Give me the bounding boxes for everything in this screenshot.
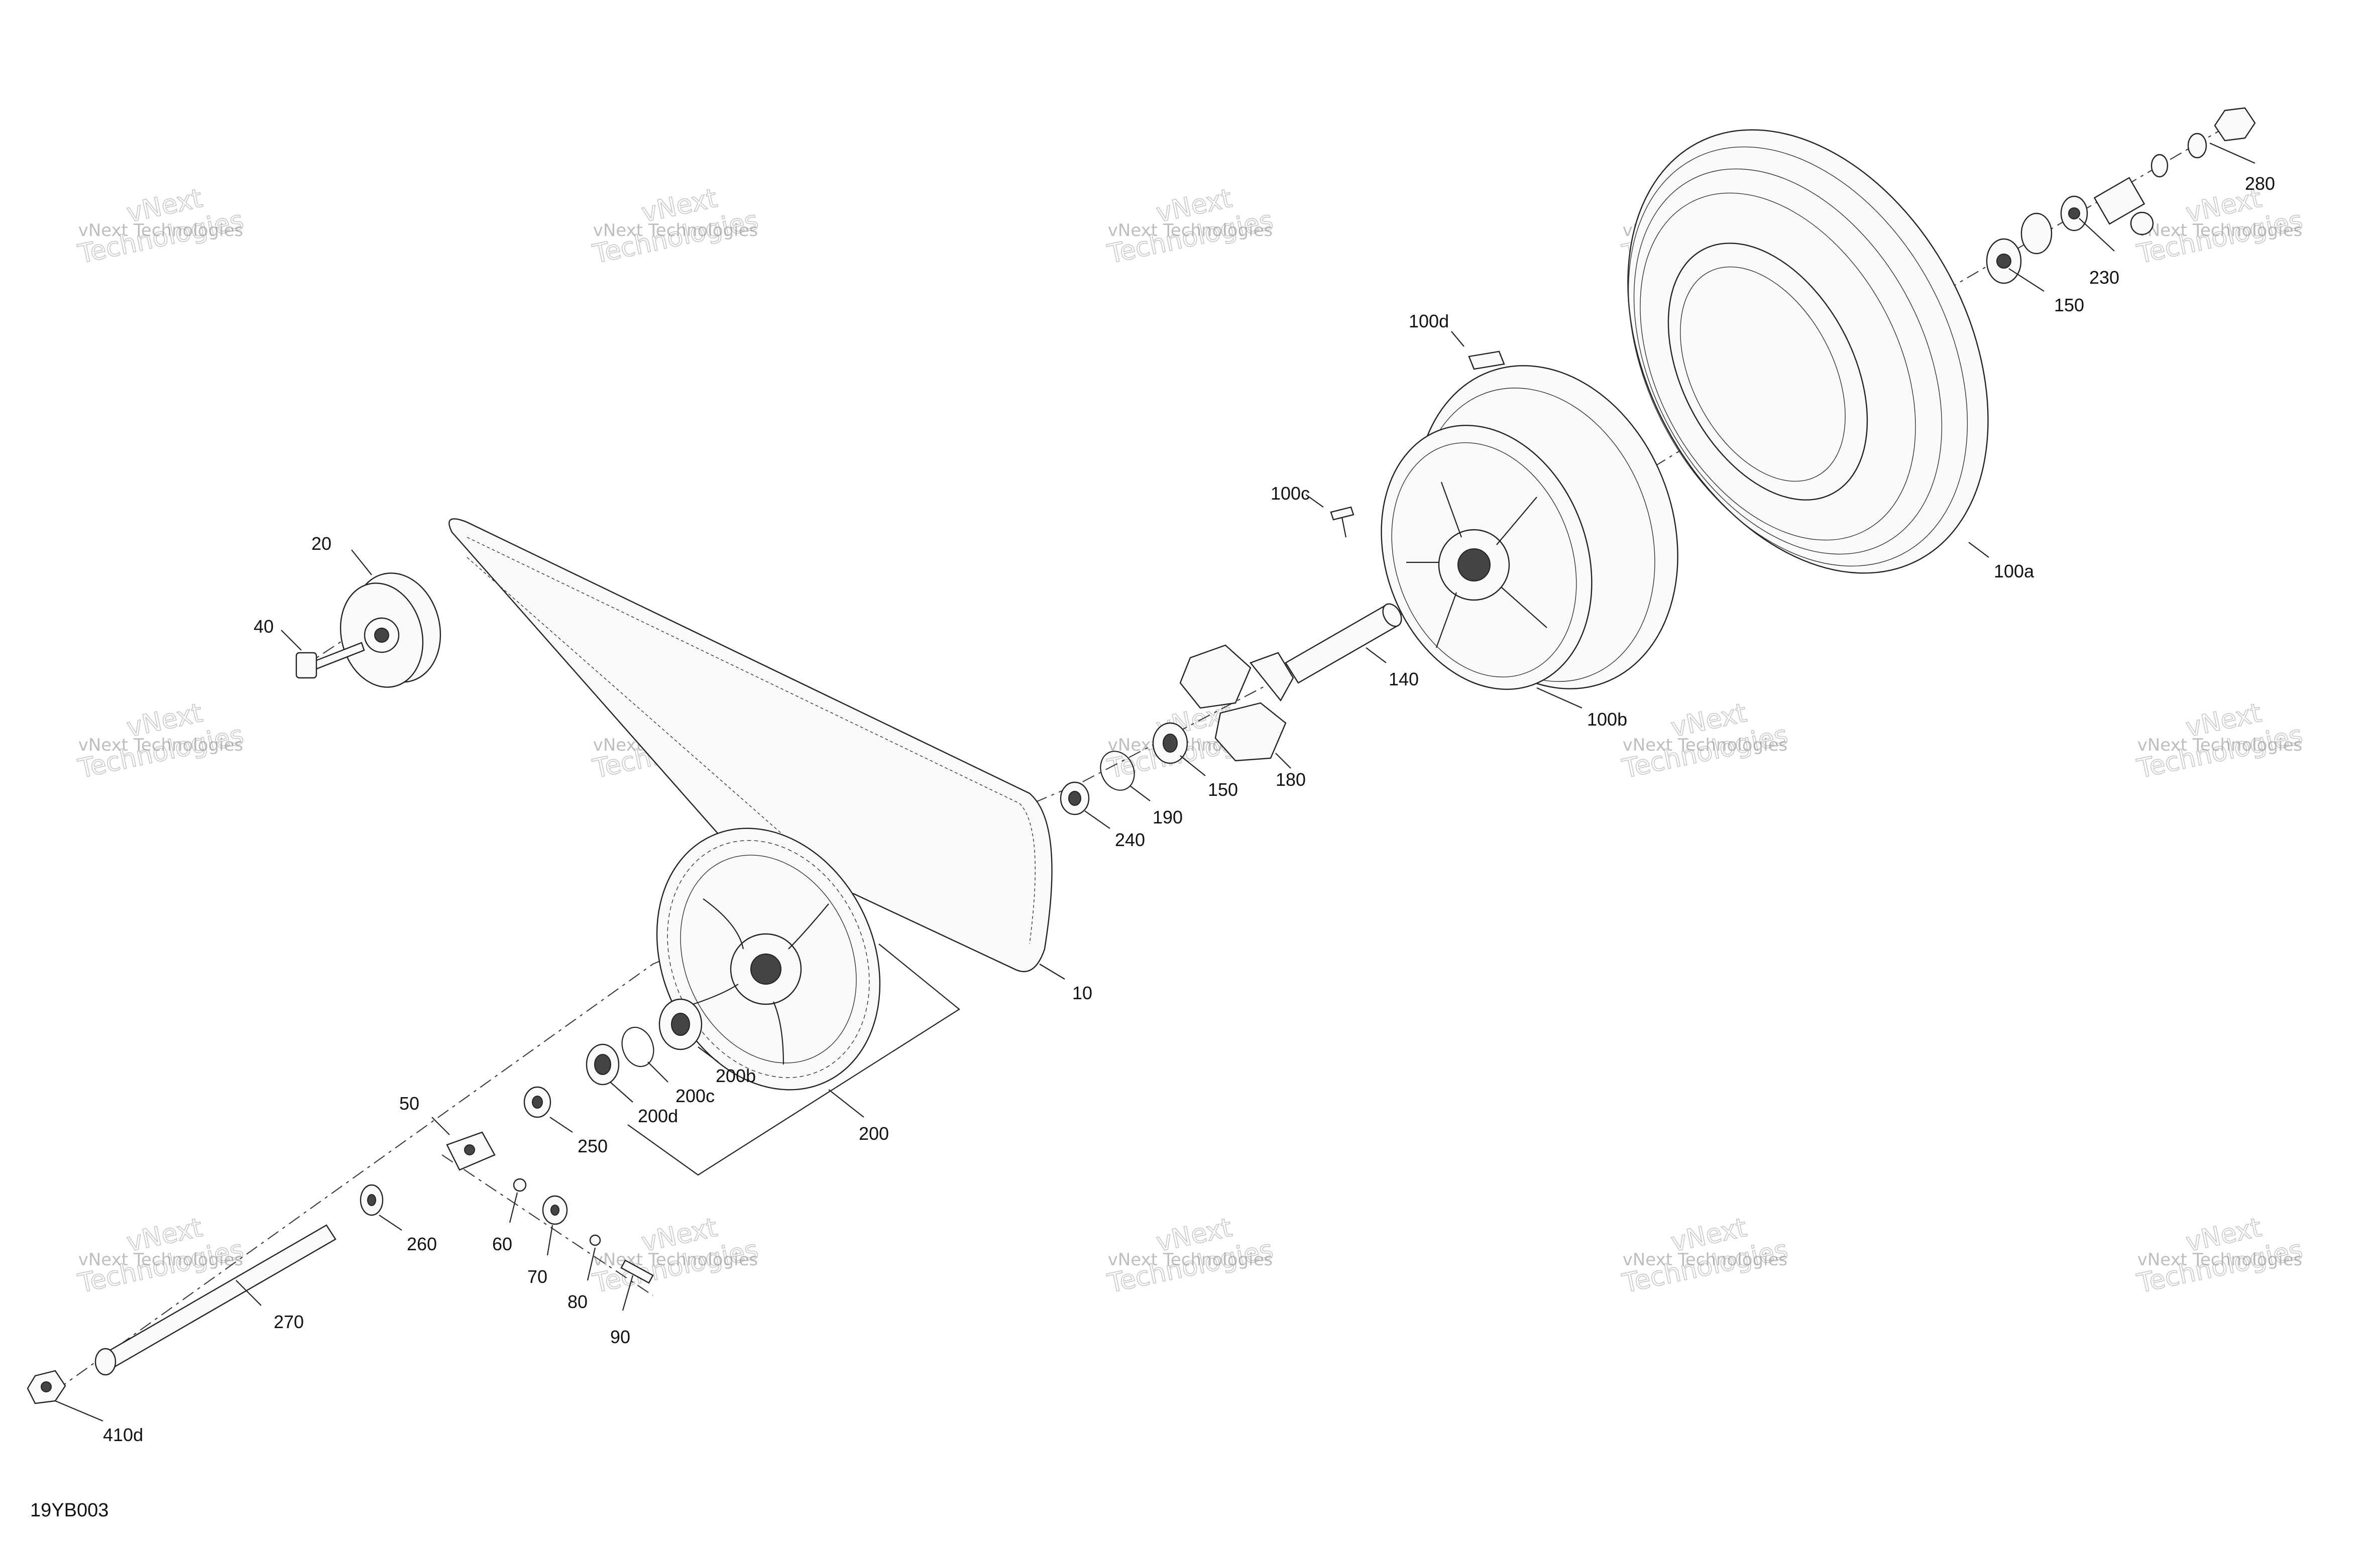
callout-100a: 100a [1994,561,2034,581]
washer-260 [360,1184,384,1216]
watermark-small: vNext Technologies [1623,735,1788,755]
bracket-50 [446,1131,496,1171]
rim-100b [1381,365,1678,690]
pin-90 [620,1259,654,1284]
hub-parts-upper [1330,107,2256,538]
watermark-small: vNext Technologies [1108,1250,1273,1270]
callout-100c: 100c [1271,483,1310,504]
callout-70: 70 [527,1266,547,1287]
idler-pulley-20 [339,572,441,688]
leader-lines [55,142,2255,1422]
spacer-tube-140 [1285,603,1402,684]
callout-410d: 410d [103,1425,143,1445]
watermark-small: vNext Technologies [593,220,758,241]
group-bracket-200 [627,943,960,1176]
callout-40: 40 [254,616,274,637]
callout-140: 140 [1389,669,1419,689]
callout-20: 20 [311,533,331,554]
callout-200d: 200d [638,1106,678,1126]
tire-100a [1627,129,1989,574]
cush-drive-180 [1179,644,1294,762]
seal-200d [586,1043,620,1086]
watermark-small: vNext Technologies [78,1250,244,1270]
callout-200c: 200c [675,1086,715,1106]
watermark-small: vNext Technologies [2137,1250,2303,1270]
callout-90: 90 [610,1327,630,1347]
watermark-small: vNext Technologies [78,735,244,755]
drive-belt-10 [448,518,1053,973]
callout-230: 230 [2089,267,2119,288]
diagram-code: 19YB003 [30,1500,108,1521]
callout-10: 10 [1072,983,1092,1003]
callout-50: 50 [399,1093,419,1114]
callout-100b: 100b [1587,709,1627,730]
bearing-150-lower [1152,722,1188,764]
callout-80: 80 [568,1291,588,1312]
circlip-200c [621,1026,654,1067]
washer-80 [589,1234,601,1246]
callout-180: 180 [1276,769,1306,790]
spacer-250 [523,1086,551,1118]
watermark-small: vNext Technologies [1623,1250,1788,1270]
washer-70 [542,1195,568,1225]
nut-60 [513,1178,527,1192]
axle-270 [94,1224,336,1376]
callout-270: 270 [274,1312,304,1332]
brake-axis-line [441,1154,653,1296]
bolt-40 [295,642,365,679]
sprocket-200 [656,827,881,1091]
watermark-small: vNext Technologies [2137,735,2303,755]
callout-260: 260 [407,1234,437,1254]
callout-240: 240 [1115,829,1145,850]
callout-190: 190 [1153,807,1183,827]
watermark-small: vNext Technologies [2137,220,2303,241]
callout-150: 150 [2054,295,2084,315]
watermark-small: vNext Technologies [1108,220,1273,241]
callout-280: 280 [2245,173,2275,194]
o-ring-190 [1100,751,1135,791]
watermark-small: vNext Technologies [593,1250,758,1270]
callout-60: 60 [492,1234,512,1254]
bearing-200b [658,998,703,1050]
callout-250: 250 [578,1136,608,1156]
watermark-small: vNext Technologies [78,220,244,241]
nut-410d [27,1370,66,1404]
bushing-240 [1060,781,1090,815]
callout-200b: 200b [716,1065,756,1086]
callout-200: 200 [859,1123,889,1144]
callout-100d: 100d [1409,311,1449,331]
callout-150: 150 [1208,779,1238,800]
